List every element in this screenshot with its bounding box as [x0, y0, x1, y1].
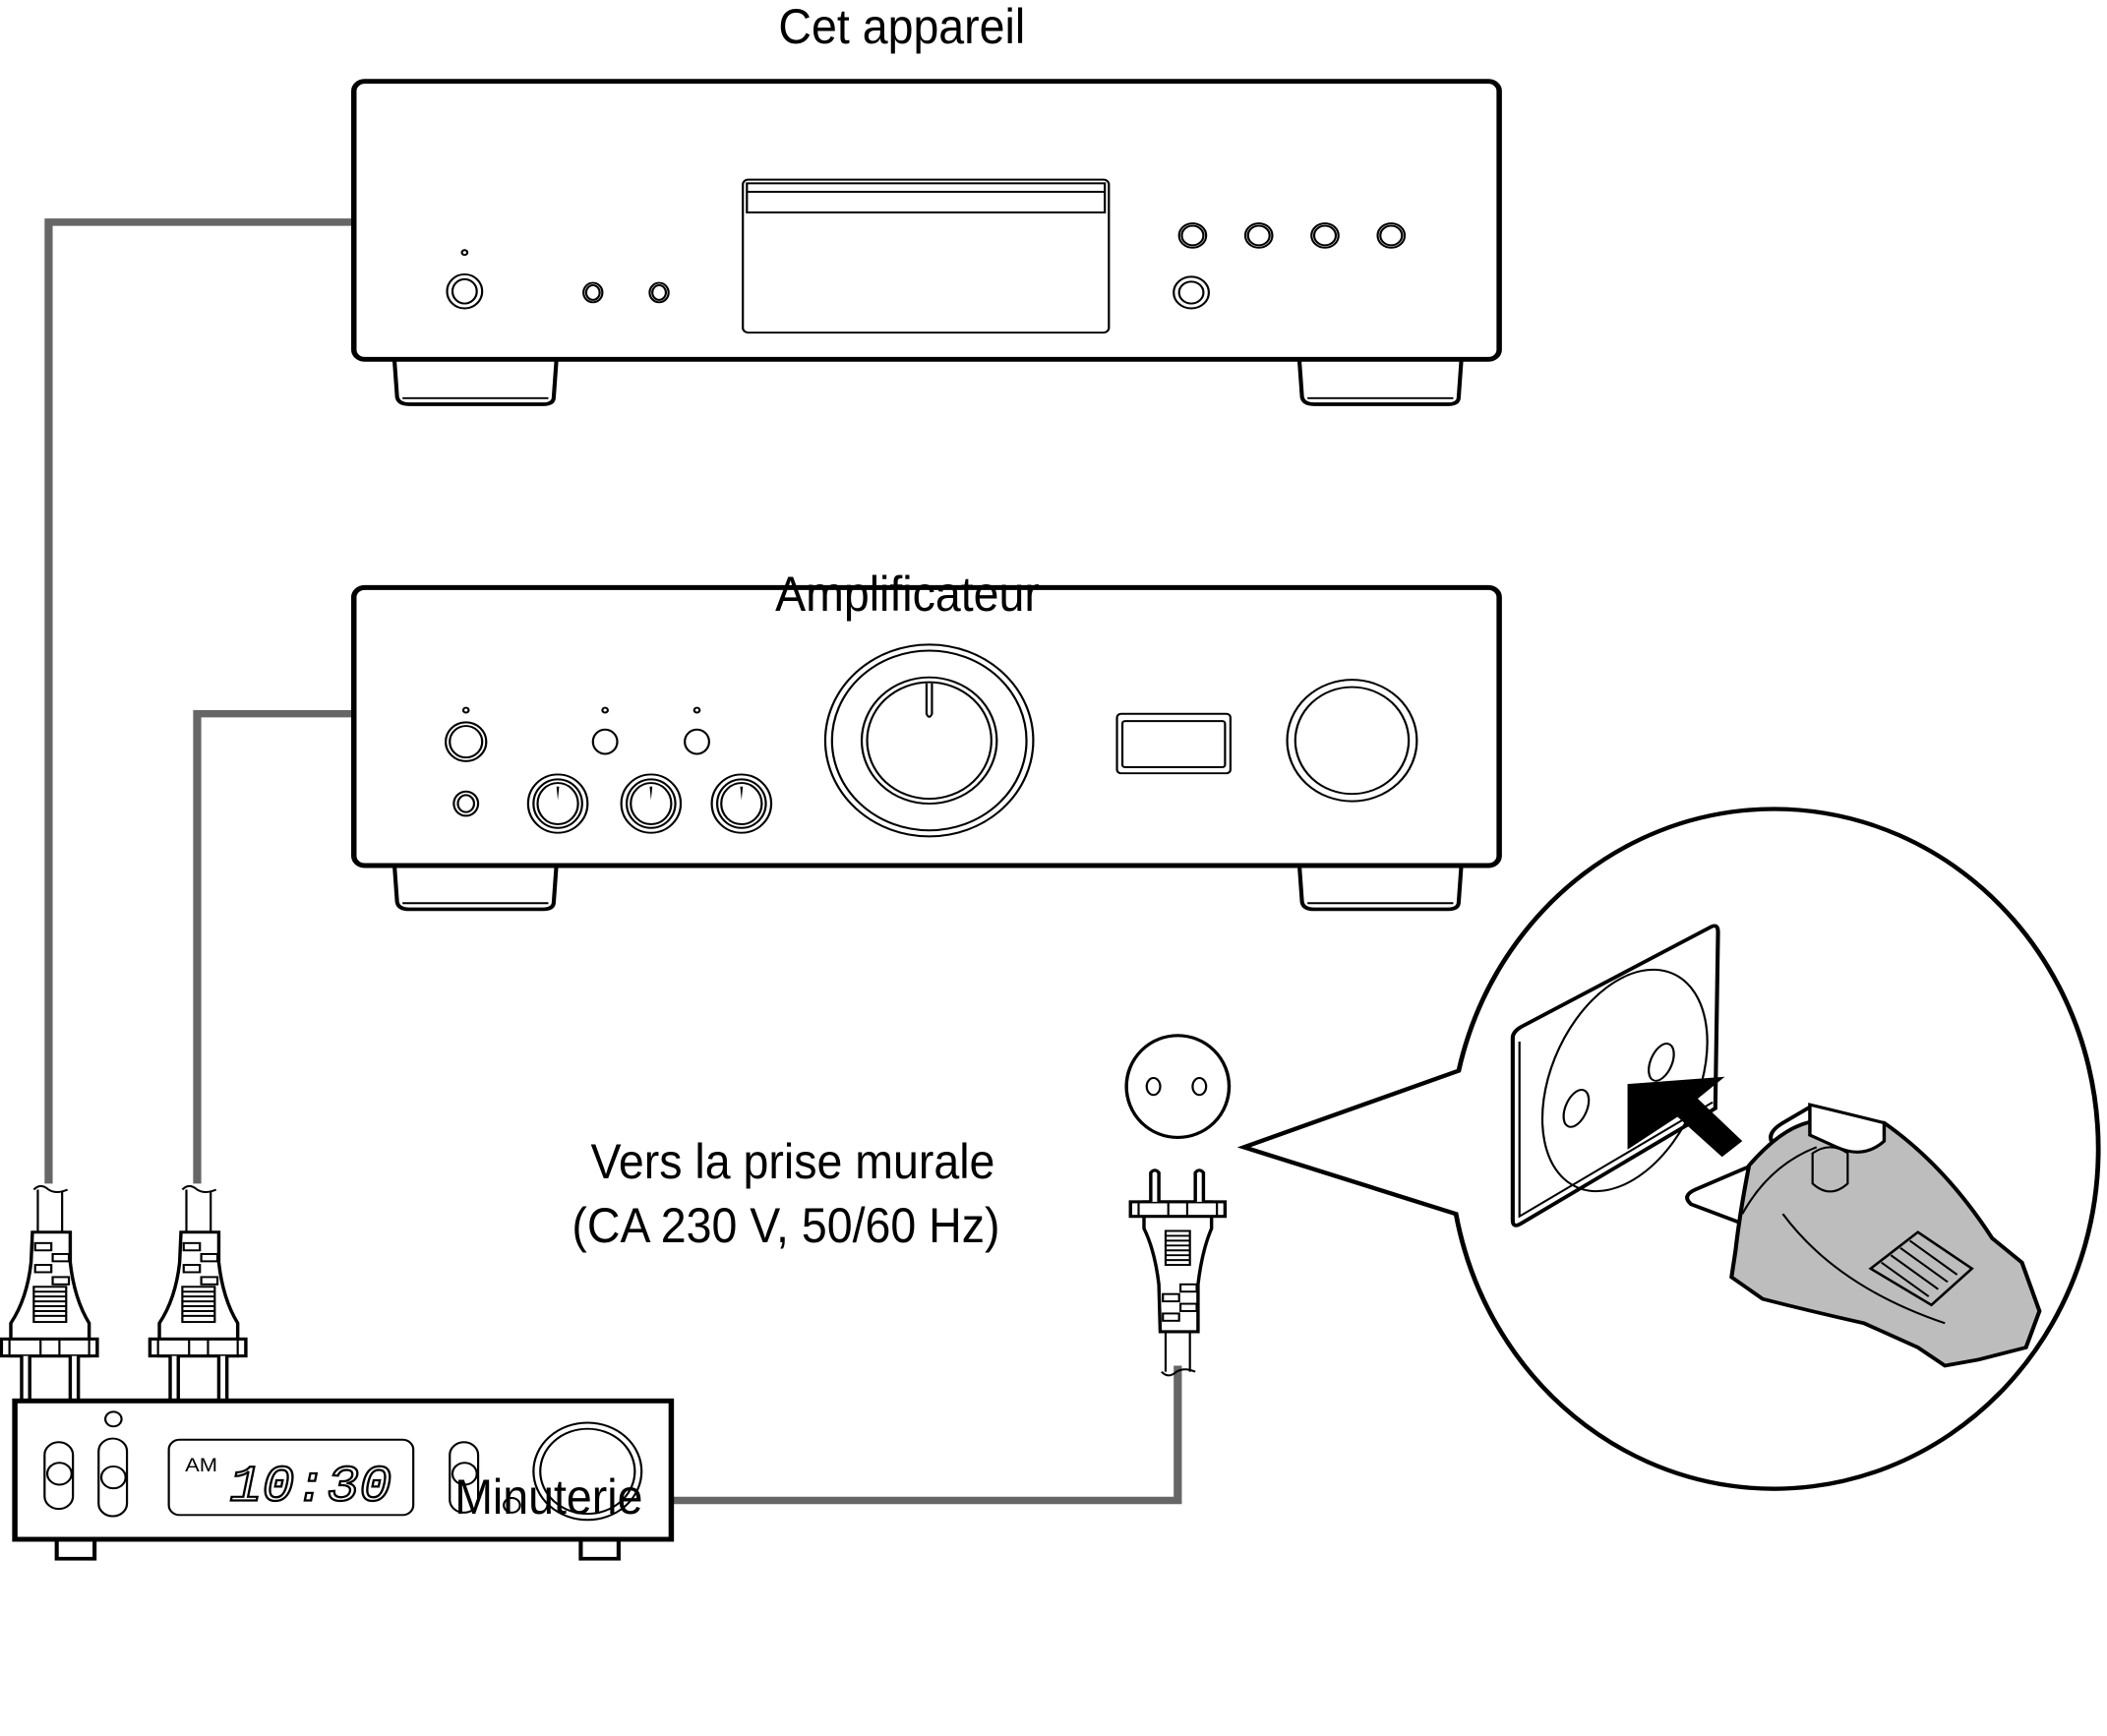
cable-timer	[671, 1365, 1182, 1505]
timer-switch-3[interactable]	[449, 1441, 480, 1514]
amp-led-1	[461, 706, 470, 714]
timer-body	[12, 1398, 675, 1542]
label-wall-outlet: Vers la prise murale	[590, 1134, 995, 1189]
timer-time: 10:30	[229, 1459, 391, 1517]
amplifier	[350, 584, 1502, 912]
timer-period: AM	[185, 1455, 217, 1476]
wall-socket-plate	[1510, 924, 1720, 1227]
amplifier-foot-right	[1296, 864, 1464, 912]
cd-player-foot-left	[391, 359, 559, 406]
power-cables	[44, 218, 1182, 1505]
amp-button-b[interactable]	[684, 728, 710, 755]
label-timer: Minuterie	[454, 1469, 643, 1525]
plug-insertion-callout	[1236, 807, 2101, 1491]
plug-cd-player	[0, 1184, 99, 1405]
amp-led-3	[692, 706, 701, 714]
amplifier-foot-left	[391, 864, 559, 912]
schuko-plug	[1685, 1103, 2042, 1368]
cd-button-2[interactable]	[648, 281, 670, 304]
cd-transport-button-2[interactable]	[1243, 222, 1274, 249]
wall-outlet-symbol	[1124, 1034, 1232, 1140]
label-cd-player: Cet appareil	[778, 0, 1026, 54]
power-button[interactable]	[446, 272, 484, 310]
volume-knob[interactable]	[823, 643, 1035, 838]
timer-dial[interactable]	[532, 1421, 643, 1522]
amp-button-a[interactable]	[591, 728, 619, 755]
plug-timer	[1128, 1168, 1228, 1377]
disc-tray[interactable]	[742, 178, 1111, 334]
cd-button-1[interactable]	[582, 281, 604, 304]
timer-switch-2[interactable]	[97, 1437, 129, 1518]
tone-knob-treble[interactable]	[620, 773, 683, 834]
label-amplifier: Amplificateur	[775, 567, 1040, 622]
cd-player-foot-right	[1296, 359, 1464, 406]
plug-grip	[1868, 1230, 1974, 1307]
timer-small-led	[503, 1497, 521, 1514]
cd-transport-button-1[interactable]	[1177, 222, 1208, 249]
cd-player	[350, 79, 1502, 406]
cable-cd-player	[44, 218, 354, 1184]
cd-player-body	[350, 79, 1502, 362]
amp-power-button[interactable]	[445, 721, 488, 762]
cd-transport-button-3[interactable]	[1310, 222, 1340, 249]
tone-knob-bass[interactable]	[526, 773, 589, 834]
cable-amplifier	[193, 710, 354, 1184]
amp-display-window	[1115, 712, 1232, 775]
insert-direction-arrow	[1627, 1076, 1743, 1158]
amp-phones-jack[interactable]	[452, 790, 480, 817]
cd-transport-button-4[interactable]	[1376, 222, 1407, 249]
standby-led	[460, 249, 469, 257]
amp-led-2	[601, 706, 609, 714]
input-selector-knob[interactable]	[1286, 679, 1418, 803]
timer-lcd	[167, 1438, 415, 1517]
timer: AM 10:30	[12, 1398, 675, 1561]
timer-indicator-led	[104, 1410, 123, 1428]
balance-knob[interactable]	[710, 773, 773, 834]
timer-switch-1[interactable]	[43, 1441, 75, 1511]
label-wall-outlet-spec: (CA 230 V, 50/60 Hz)	[572, 1198, 1000, 1253]
plug-amplifier	[148, 1184, 248, 1405]
amplifier-body	[350, 584, 1502, 868]
headphone-jack[interactable]	[1173, 275, 1211, 310]
